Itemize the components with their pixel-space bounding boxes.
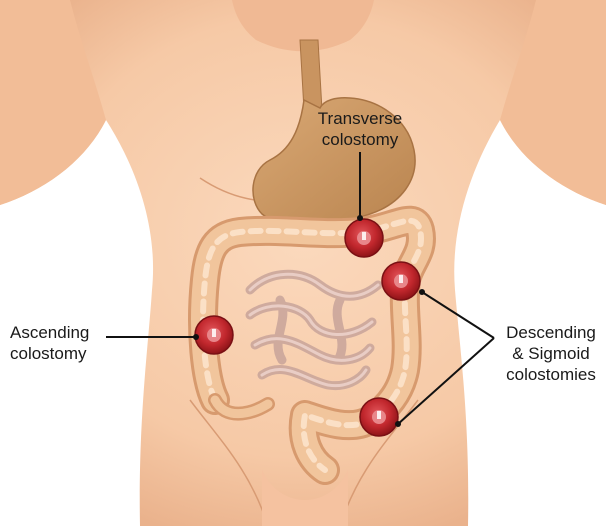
label-ascending-colostomy: Ascending colostomy <box>10 322 89 364</box>
stoma-descending <box>382 262 420 300</box>
stoma-sigmoid <box>360 398 398 436</box>
label-descending-line2: & Sigmoid <box>498 343 604 364</box>
stoma-ascending <box>195 316 233 354</box>
label-descending-line3: colostomies <box>498 364 604 385</box>
label-descending-sigmoid-colostomies: Descending & Sigmoid colostomies <box>498 322 604 385</box>
label-ascending-line1: Ascending <box>10 322 89 343</box>
label-transverse-colostomy: Transverse colostomy <box>290 108 430 150</box>
stoma-transverse <box>345 219 383 257</box>
label-transverse-line1: Transverse <box>290 108 430 129</box>
label-descending-line1: Descending <box>498 322 604 343</box>
esophagus <box>300 40 322 110</box>
label-ascending-line2: colostomy <box>10 343 89 364</box>
label-transverse-line2: colostomy <box>290 129 430 150</box>
